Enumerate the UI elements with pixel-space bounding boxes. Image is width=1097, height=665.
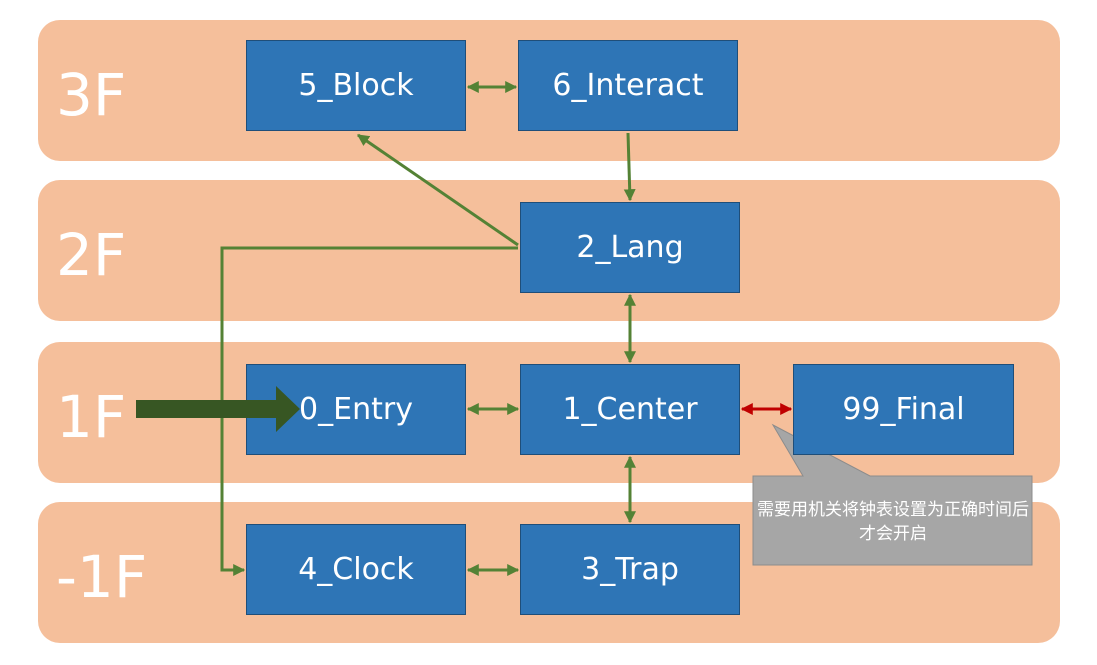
room-4-clock[interactable]: 4_Clock [246, 524, 466, 615]
room-6-interact[interactable]: 6_Interact [518, 40, 738, 131]
callout-text: 需要用机关将钟表设置为正确时间后才会开启 [757, 500, 1029, 544]
room-3-trap[interactable]: 3_Trap [520, 524, 740, 615]
room-2-lang[interactable]: 2_Lang [520, 202, 740, 293]
room-1-center[interactable]: 1_Center [520, 364, 740, 455]
room-5-block[interactable]: 5_Block [246, 40, 466, 131]
floor-label-3f: 3F [56, 61, 127, 129]
connector-lang-block [357, 133, 519, 247]
floor-label-b1f: -1F [56, 543, 148, 611]
floor-label-1f: 1F [56, 383, 127, 451]
room-99-final[interactable]: 99_Final [793, 364, 1014, 455]
floor-label-2f: 2F [56, 221, 127, 289]
entry-arrow-icon [136, 386, 300, 432]
connector-interact-lang [623, 132, 636, 202]
